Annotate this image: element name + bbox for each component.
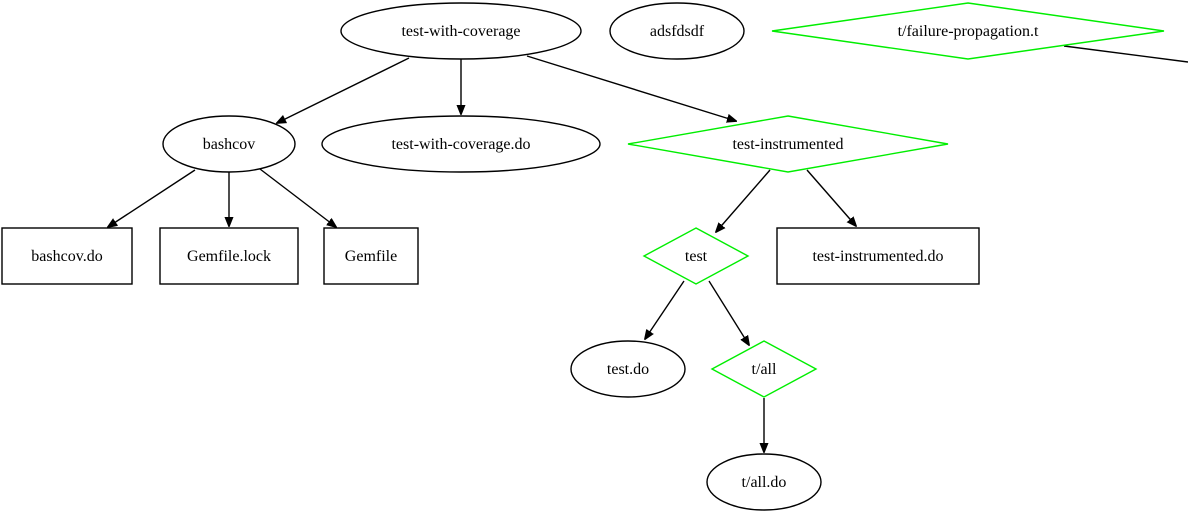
node-t-all-do: t/all.do xyxy=(706,453,822,511)
node-test: test xyxy=(642,227,750,285)
node-test-instrumented-label: test-instrumented xyxy=(732,136,843,153)
nodes-layer: test-with-coverage adsfdsdf t/failure-prop… xyxy=(1,2,1165,511)
edge-test-with-coverage-to-test-instrumented xyxy=(526,55,736,121)
node-t-all-label: t/all xyxy=(752,361,777,378)
node-test-instrumented-shape xyxy=(627,115,949,173)
node-test-with-coverage-do: test-with-coverage.do xyxy=(321,115,601,173)
node-test-do-label: test.do xyxy=(607,361,649,378)
edge-test-instrumented-to-test-instrumented-do xyxy=(806,169,856,226)
node-gemfile-label: Gemfile xyxy=(345,248,397,265)
edge-bashcov-to-gemfile xyxy=(259,168,336,227)
node-test-instrumented: test-instrumented xyxy=(627,115,949,173)
node-gemfile: Gemfile xyxy=(323,227,419,285)
node-bashcov-shape xyxy=(162,115,296,173)
node-bashcov-label: bashcov xyxy=(203,136,255,153)
node-gemfile-shape xyxy=(323,227,419,285)
node-gemfile-lock-label: Gemfile.lock xyxy=(187,248,271,265)
node-gemfile-lock: Gemfile.lock xyxy=(159,227,299,285)
node-test-with-coverage: test-with-coverage xyxy=(340,2,582,60)
node-test-with-coverage-label: test-with-coverage xyxy=(401,23,520,40)
edge-test-to-t-all xyxy=(708,280,749,345)
node-failure-propagation: t/failure-propagation.t xyxy=(771,2,1165,60)
node-gemfile-lock-shape xyxy=(159,227,299,285)
node-test-with-coverage-shape xyxy=(340,2,582,60)
node-failure-propagation-shape xyxy=(771,2,1165,60)
node-test-do-shape xyxy=(570,340,686,398)
node-failure-propagation-label: t/failure-propagation.t xyxy=(898,23,1039,40)
edge-bashcov-to-bashcov-do xyxy=(108,169,196,227)
edge-failure-propagation-to-offscreen xyxy=(1063,45,1188,63)
node-test-label: test xyxy=(685,248,708,265)
node-bashcov-do: bashcov.do xyxy=(1,227,133,285)
node-bashcov-do-label: bashcov.do xyxy=(31,248,102,265)
node-test-with-coverage-do-label: test-with-coverage.do xyxy=(391,136,530,153)
node-test-instrumented-do-shape xyxy=(776,227,980,285)
node-bashcov: bashcov xyxy=(162,115,296,173)
node-bashcov-do-shape xyxy=(1,227,133,285)
node-test-instrumented-do: test-instrumented.do xyxy=(776,227,980,285)
node-t-all-do-shape xyxy=(706,453,822,511)
edges-layer xyxy=(108,45,1188,452)
node-t-all-shape xyxy=(710,340,818,398)
edge-test-instrumented-to-test xyxy=(716,169,771,232)
node-adsfdsdf: adsfdsdf xyxy=(609,2,745,60)
edge-test-to-test-do xyxy=(645,280,685,339)
node-t-all: t/all xyxy=(710,340,818,398)
node-test-with-coverage-do-shape xyxy=(321,115,601,173)
node-adsfdsdf-label: adsfdsdf xyxy=(650,23,705,40)
node-adsfdsdf-shape xyxy=(609,2,745,60)
node-test-instrumented-do-label: test-instrumented.do xyxy=(812,248,943,265)
node-t-all-do-label: t/all.do xyxy=(742,474,787,491)
node-test-do: test.do xyxy=(570,340,686,398)
node-test-shape xyxy=(642,227,750,285)
edge-test-with-coverage-to-bashcov xyxy=(277,57,410,123)
